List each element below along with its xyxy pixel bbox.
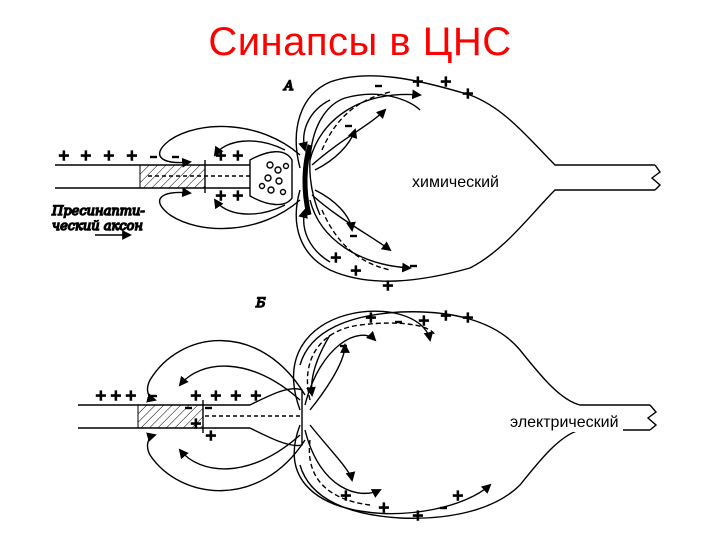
postsynaptic-cell-a xyxy=(295,75,655,282)
charges-b: ++ +– ++ ++ –– ++ +– ++ +– ++ +– + xyxy=(94,307,474,524)
svg-text:+: + xyxy=(365,310,377,326)
svg-text:–: – xyxy=(440,500,447,516)
svg-text:–: – xyxy=(375,78,382,94)
svg-text:+: + xyxy=(440,308,452,324)
svg-text:+: + xyxy=(80,148,92,164)
svg-text:+: + xyxy=(350,263,362,279)
current-lines-a xyxy=(158,89,422,273)
svg-text:+: + xyxy=(190,388,202,404)
svg-text:+: + xyxy=(440,74,452,90)
svg-text:+: + xyxy=(412,74,424,90)
panel-a-letter: А xyxy=(283,79,294,94)
chemical-synapse: А xyxy=(50,73,662,295)
svg-text:–: – xyxy=(395,314,402,330)
svg-text:+: + xyxy=(230,388,242,404)
slide-title: Синапсы в ЦНС xyxy=(208,20,512,64)
postsynaptic-cell-b xyxy=(299,311,650,519)
svg-text:+: + xyxy=(103,148,115,164)
svg-text:–: – xyxy=(150,149,157,165)
presynaptic-axon-a xyxy=(55,160,268,193)
svg-text:–: – xyxy=(172,149,179,165)
svg-text:–: – xyxy=(350,228,357,244)
svg-text:+: + xyxy=(190,416,202,432)
presynaptic-terminal xyxy=(249,151,293,206)
svg-text:+: + xyxy=(232,188,244,204)
svg-text:+: + xyxy=(378,500,390,516)
presynaptic-axon-b xyxy=(78,388,303,447)
svg-text:+: + xyxy=(232,148,244,164)
svg-text:+: + xyxy=(462,310,474,326)
svg-text:+: + xyxy=(95,388,107,404)
electrical-label: электрический xyxy=(506,414,623,432)
svg-text:–: – xyxy=(410,258,417,274)
svg-text:+: + xyxy=(340,488,352,504)
svg-text:+: + xyxy=(110,388,122,404)
svg-text:+: + xyxy=(462,86,474,102)
svg-text:–: – xyxy=(185,400,192,416)
svg-text:–: – xyxy=(345,118,352,134)
postsynaptic-membrane xyxy=(302,144,313,216)
axon-caption-line2: ческий аксон xyxy=(52,219,143,234)
svg-text:+: + xyxy=(215,188,227,204)
chemical-label: химический xyxy=(408,174,503,192)
current-lines-b xyxy=(146,310,492,515)
svg-text:+: + xyxy=(126,148,138,164)
svg-text:+: + xyxy=(125,388,137,404)
axon-caption-line1: Пресинапти- xyxy=(51,204,145,219)
svg-text:+: + xyxy=(250,388,262,404)
svg-text:+: + xyxy=(418,313,430,329)
svg-text:–: – xyxy=(340,338,347,354)
electrical-synapse: Б xyxy=(78,295,658,525)
svg-text:+: + xyxy=(412,508,424,524)
panel-b-letter: Б xyxy=(255,296,266,311)
svg-text:+: + xyxy=(205,428,217,444)
svg-text:+: + xyxy=(215,148,227,164)
svg-text:–: – xyxy=(205,400,212,416)
svg-text:+: + xyxy=(330,250,342,266)
svg-text:+: + xyxy=(210,388,222,404)
svg-text:–: – xyxy=(150,388,157,404)
svg-text:+: + xyxy=(58,148,70,164)
svg-text:+: + xyxy=(452,488,464,504)
svg-text:+: + xyxy=(382,278,394,294)
charges-a: ++ ++ –– ++ ++ –+ ++ ++ +– –– xyxy=(57,73,474,294)
